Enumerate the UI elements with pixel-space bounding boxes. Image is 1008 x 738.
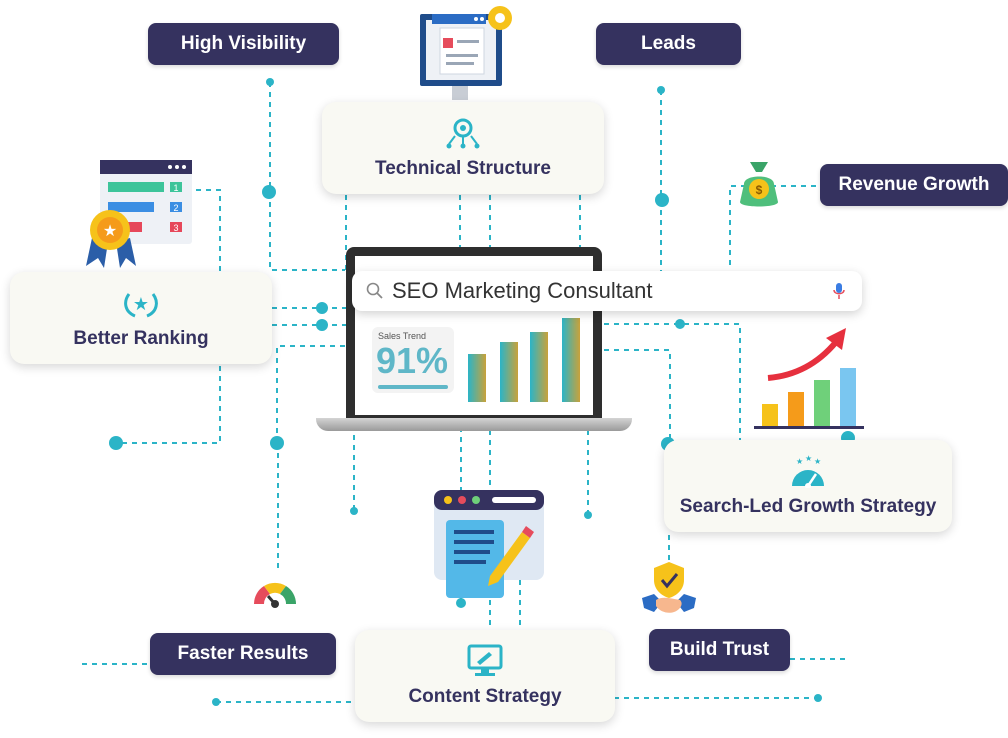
svg-text:★: ★ <box>133 294 149 315</box>
build-trust-text: Build Trust <box>669 639 770 660</box>
svg-text:★: ★ <box>103 221 117 240</box>
content-strategy-title: Content Strategy <box>408 686 562 707</box>
svg-text:★: ★ <box>796 457 803 466</box>
leads-text: Leads <box>641 33 696 54</box>
better-ranking-card: ★ Better Ranking <box>10 272 272 364</box>
technical-structure-title: Technical Structure <box>375 158 551 179</box>
faster-results-text: Faster Results <box>177 643 309 664</box>
search-led-growth-title: Search-Led Growth Strategy <box>679 496 937 517</box>
sales-trend-card: Sales Trend 91% <box>372 327 454 393</box>
revenue-growth-label: Revenue Growth <box>820 164 1008 206</box>
build-trust-label: Build Trust <box>649 629 790 671</box>
web-document-gear-icon <box>420 6 512 100</box>
laptop-bar-3 <box>530 332 548 402</box>
search-query[interactable]: SEO Marketing Consultant <box>392 278 653 303</box>
leads-label: Leads <box>596 23 741 65</box>
sales-trend-title: Sales Trend <box>378 331 427 341</box>
monitor-edit-icon <box>467 644 503 676</box>
rank-number-1: 1 <box>173 183 178 193</box>
sales-trend-underline <box>378 385 448 389</box>
svg-text:★: ★ <box>814 457 821 466</box>
money-bag-icon: $ <box>740 162 778 207</box>
svg-text:★: ★ <box>805 454 812 463</box>
better-ranking-title: Better Ranking <box>73 328 209 349</box>
laurel-star-icon: ★ <box>124 293 158 318</box>
rank-number-2: 2 <box>173 203 178 213</box>
revenue-growth-text: Revenue Growth <box>838 174 990 195</box>
search-led-growth-card: ★ ★ ★ Search-Led Growth Strategy <box>664 440 952 532</box>
svg-text:$: $ <box>756 183 763 197</box>
growth-chart-arrow-icon <box>754 328 864 429</box>
speed-gauge-stars-icon: ★ ★ ★ <box>792 454 824 488</box>
handshake-shield-icon <box>642 562 696 613</box>
content-strategy-card: Content Strategy <box>355 630 615 722</box>
technical-structure-card: Technical Structure <box>322 102 604 194</box>
high-visibility-label: High Visibility <box>148 23 339 65</box>
search-bar[interactable]: SEO Marketing Consultant <box>352 271 862 311</box>
faster-results-label: Faster Results <box>150 633 336 675</box>
laptop-bar-2 <box>500 342 518 402</box>
speedometer-icon <box>253 582 297 608</box>
microphone-icon[interactable] <box>832 281 846 301</box>
laptop-bar-1 <box>468 354 486 402</box>
content-writing-icon <box>434 490 544 598</box>
ranking-list-medal-icon: 1 2 3 ★ <box>86 160 192 268</box>
sales-trend-value: 91% <box>376 340 449 381</box>
search-icon <box>366 282 383 299</box>
rank-number-3: 3 <box>173 223 178 233</box>
laptop-base <box>316 418 632 431</box>
laptop-bar-chart <box>468 318 580 402</box>
circuit-gear-icon <box>446 118 480 149</box>
laptop-bar-4 <box>562 318 580 402</box>
high-visibility-text: High Visibility <box>180 33 307 54</box>
